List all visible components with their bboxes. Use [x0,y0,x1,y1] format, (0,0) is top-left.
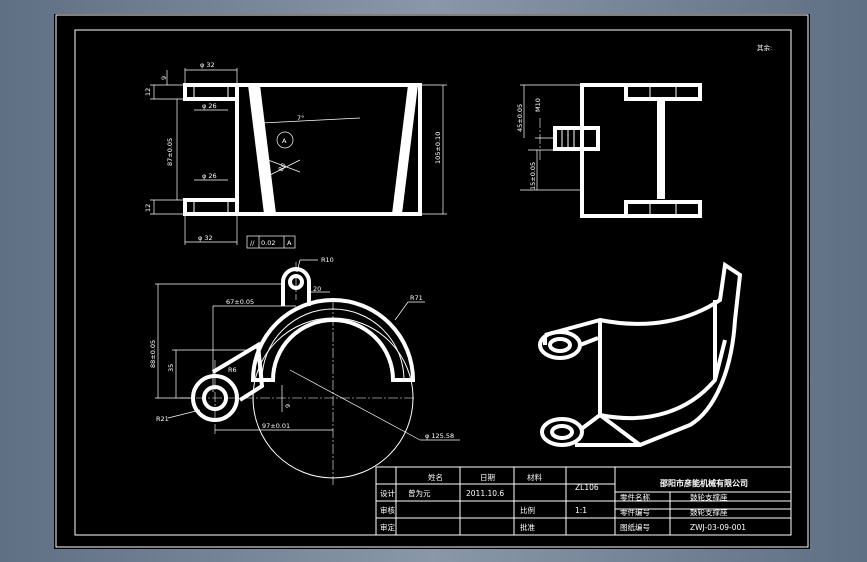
dim-20: 20 [313,285,321,293]
side-view: 45±0.05 M10 15±0.05 [516,83,702,218]
sheet-note: 其余: [757,43,772,52]
iso-body-outline [544,261,743,447]
tb-part-label-3: 图纸编号 [620,522,650,532]
datum-label: A [282,137,287,145]
dim-105: 105±0.10 [434,132,442,164]
top-body-outline [237,83,422,216]
top-flange-lower [183,198,239,216]
tb-r3-label: 审定 [380,522,395,532]
tb-scale: 1:1 [575,506,587,515]
dim-87: 87±0.05 [166,138,174,166]
top-rib-left [248,85,276,214]
datum-circle [276,131,294,149]
front-arm [211,341,265,402]
dim-9-front: 9 [284,404,292,408]
svg-text:0.02: 0.02 [261,239,275,247]
side-flange-bottom [624,200,702,218]
top-view: φ 32 φ 26 φ 26 φ 32 9 12 87±0.05 12 7° A… [144,61,447,249]
tb-part-label-1: 零件名称 [620,492,650,502]
dim-r71: R71 [410,294,423,302]
dim-dia-125: φ 125.58 [425,432,454,440]
front-view: R10 20 R71 67±0.05 88±0.05 35 R6 9 R21 9… [149,256,460,485]
dim-15: 15±0.05 [529,162,537,190]
side-web [657,101,665,199]
dim-angle-7: 7° [297,114,304,122]
dim-80: 80 [277,162,288,173]
dim-dia-inner-top: φ 26 [202,102,217,110]
dim-r6: R6 [228,366,237,374]
tb-r4-label: 批准 [520,522,535,532]
tb-drawing-no: ZWJ-03-09-001 [690,523,746,532]
tb-header-date: 日期 [480,473,495,482]
tb-r1-date: 2011.10.6 [466,489,504,498]
side-flange-top [624,83,702,101]
dim-45: 45±0.05 [516,104,524,132]
tb-header-name: 姓名 [428,472,443,482]
svg-text:A: A [287,239,292,247]
tb-part-name: 鼓轮支撑座 [690,492,728,502]
top-rib-right [392,85,418,214]
dim-dia-top: φ 32 [200,61,215,69]
tb-r1-label: 设计 [380,488,395,498]
dim-67: 67±0.05 [226,298,254,306]
tb-r1-name: 曾为元 [408,488,431,498]
dim-12-top: 12 [144,88,152,96]
dim-9-top: 9 [160,76,168,80]
tb-company: 邵阳市彦能机械有限公司 [659,478,748,488]
title-block: 姓名 日期 材料 ZL106 邵阳市彦能机械有限公司 设计 曾为元 2011.1… [375,466,792,536]
dim-r10: R10 [321,256,334,264]
drawing-sheet [54,14,810,549]
dim-dia-bottom: φ 32 [198,234,213,242]
dim-35: 35 [167,364,175,372]
tb-r2-label: 审核 [380,505,395,515]
dim-dia-inner-bottom: φ 26 [202,172,217,180]
front-arc-band [250,298,416,382]
dim-88: 88±0.05 [149,340,157,368]
tb-scale-label: 比例 [520,505,535,515]
tb-part-label-2: 零件编号 [620,507,650,517]
side-boss [553,126,600,151]
dim-m10: M10 [534,98,542,112]
tb-material: ZL106 [575,483,599,492]
isometric-view [538,261,743,447]
svg-text://: // [250,239,255,247]
tb-part-subname: 鼓轮支撑座 [690,507,728,517]
top-flange-upper [183,83,239,101]
sheet-inner-border [74,29,792,536]
tb-header-material: 材料 [527,472,542,482]
tolerance-frame [246,235,296,249]
dim-12-bottom: 12 [144,204,152,212]
dim-r21: R21 [156,415,169,423]
iso-lower-boss [540,417,584,447]
sheet-outer-border [55,14,809,548]
dim-97: 97±0.01 [262,422,290,430]
